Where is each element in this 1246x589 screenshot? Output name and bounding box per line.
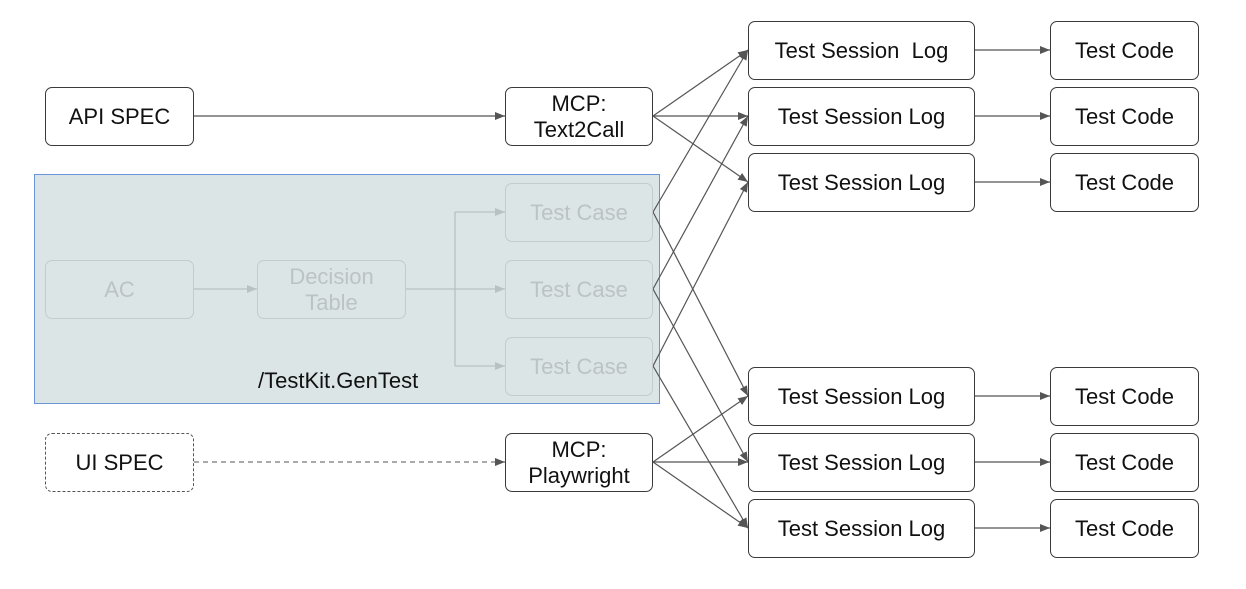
edge-case1-to-log1: [652, 49, 749, 213]
edge-case3-to-log6: [652, 365, 749, 529]
mcp-playwright-label: MCP: Playwright: [528, 436, 630, 488]
test-session-log-node-1[interactable]: Test Session Log: [748, 21, 975, 80]
test-session-log-node-5[interactable]: Test Session Log: [748, 433, 975, 492]
test-code-node-5[interactable]: Test Code: [1050, 433, 1199, 492]
test-code-label: Test Code: [1074, 37, 1175, 63]
edge-playwright-to-log6: [652, 461, 749, 529]
test-session-log-node-2[interactable]: Test Session Log: [748, 87, 975, 146]
gentest-group: [34, 174, 660, 404]
test-case-label: Test Case: [530, 199, 628, 225]
test-code-label: Test Code: [1074, 383, 1175, 409]
gentest-group-label: /TestKit.GenTest: [258, 368, 419, 393]
decision-table-label: Decision Table: [289, 263, 374, 315]
session-log-label: Test Session Log: [777, 169, 946, 195]
mcp-text2call-label: MCP: Text2Call: [533, 90, 625, 142]
session-log-label: Test Session Log: [777, 515, 946, 541]
api-spec-label: API SPEC: [68, 103, 171, 129]
session-log-label: Test Session Log: [777, 383, 946, 409]
edge-case3-to-log3: [652, 181, 749, 367]
test-case-node-3[interactable]: Test Case: [505, 337, 653, 396]
decision-table-node[interactable]: Decision Table: [257, 260, 406, 319]
ac-label: AC: [104, 276, 135, 302]
test-code-node-3[interactable]: Test Code: [1050, 153, 1199, 212]
edge-case2-to-log2: [652, 115, 749, 290]
edge-text2call-to-log1: [652, 49, 749, 117]
session-log-label: Test Session Log: [777, 103, 946, 129]
session-log-label: Test Session Log: [777, 449, 946, 475]
ac-node[interactable]: AC: [45, 260, 194, 319]
mcp-playwright-node[interactable]: MCP: Playwright: [505, 433, 653, 492]
edge-playwright-to-log4: [652, 395, 749, 463]
session-log-label: Test Session Log: [774, 37, 949, 63]
test-case-label: Test Case: [530, 353, 628, 379]
api-spec-node[interactable]: API SPEC: [45, 87, 194, 146]
test-case-node-2[interactable]: Test Case: [505, 260, 653, 319]
ui-spec-label: UI SPEC: [75, 449, 164, 475]
test-session-log-node-3[interactable]: Test Session Log: [748, 153, 975, 212]
test-case-node-1[interactable]: Test Case: [505, 183, 653, 242]
test-session-log-node-4[interactable]: Test Session Log: [748, 367, 975, 426]
test-code-label: Test Code: [1074, 169, 1175, 195]
test-code-label: Test Code: [1074, 449, 1175, 475]
edge-case1-to-log4: [652, 211, 749, 397]
edge-case2-to-log5: [652, 288, 749, 463]
test-session-log-node-6[interactable]: Test Session Log: [748, 499, 975, 558]
test-code-node-4[interactable]: Test Code: [1050, 367, 1199, 426]
test-code-node-6[interactable]: Test Code: [1050, 499, 1199, 558]
test-case-label: Test Case: [530, 276, 628, 302]
test-code-node-2[interactable]: Test Code: [1050, 87, 1199, 146]
test-code-label: Test Code: [1074, 515, 1175, 541]
test-code-node-1[interactable]: Test Code: [1050, 21, 1199, 80]
edge-text2call-to-log3: [652, 115, 749, 183]
mcp-text2call-node[interactable]: MCP: Text2Call: [505, 87, 653, 146]
ui-spec-node[interactable]: UI SPEC: [45, 433, 194, 492]
test-code-label: Test Code: [1074, 103, 1175, 129]
